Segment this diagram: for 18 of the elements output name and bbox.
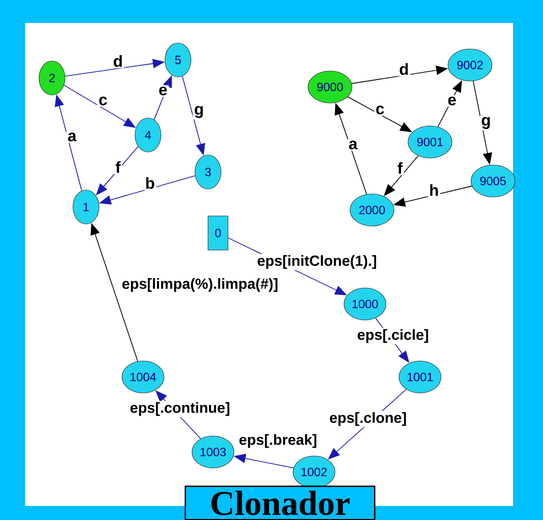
edge-label: e: [157, 85, 169, 97]
edge-label: e: [446, 95, 458, 107]
state-box: 0: [208, 216, 228, 250]
edge-label: c: [374, 104, 386, 116]
edge-label: g: [192, 104, 206, 120]
edge-label: a: [347, 139, 359, 151]
edge-label: eps[.cicle]: [356, 328, 430, 344]
edge-label: eps[limpa(%).limpa(#)]: [120, 276, 280, 294]
edge-label: f: [114, 160, 122, 174]
edge-label: eps[initClone(1).]: [256, 254, 378, 270]
edge-label: eps[.clone]: [328, 410, 408, 428]
edge-label: eps[.continue]: [128, 400, 232, 418]
edge-label: f: [396, 160, 404, 176]
edge-label: a: [66, 131, 78, 143]
edge-label: eps[.break]: [238, 432, 318, 450]
title-banner: Clonador: [184, 486, 376, 520]
edge-label: g: [480, 116, 492, 130]
edge-label: c: [97, 95, 109, 107]
